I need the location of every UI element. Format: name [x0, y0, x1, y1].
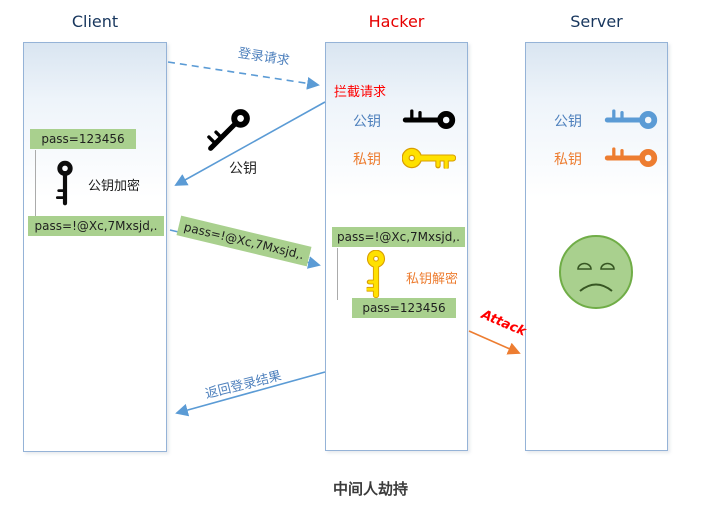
client-encrypt-key-icon	[55, 160, 75, 206]
attack-label: Attack	[478, 307, 528, 340]
server-private-key-label: 私钥	[554, 152, 582, 168]
hacker-decrypt-label: 私钥解密	[406, 272, 459, 287]
server-column-title: Server	[570, 12, 623, 31]
client-encrypt-label: 公钥加密	[88, 179, 141, 194]
server-private-key-icon	[604, 147, 658, 169]
login-request-arrow	[167, 61, 320, 90]
hacker-public-key-icon	[402, 109, 456, 131]
hacker-lifeline-panel: 拦截请求 公钥 私钥 pass=!@Xc,7Mxsjd,. 私钥解密 pass=…	[325, 42, 468, 451]
server-lifeline-panel: 公钥 私钥	[525, 42, 668, 451]
hacker-intercept-label: 拦截请求	[334, 85, 387, 100]
server-public-key-label: 公钥	[554, 114, 582, 130]
client-plain-password-label: pass=123456	[30, 129, 136, 149]
diagram-caption: 中间人劫持	[332, 480, 408, 498]
client-encrypted-password-label: pass=!@Xc,7Mxsjd,.	[28, 216, 164, 236]
encrypted-password-flow-label: pass=!@Xc,7Mxsjd,.	[176, 215, 312, 267]
hacker-private-key-icon	[402, 147, 456, 169]
client-column-title: Client	[71, 12, 119, 31]
sent-public-key-label: 公钥	[229, 161, 257, 177]
hacker-plain-password-label: pass=123456	[352, 298, 456, 318]
login-request-label: 登录请求	[236, 45, 291, 69]
sad-face-icon	[559, 235, 633, 309]
hacker-column-title: Hacker	[368, 12, 425, 31]
hacker-decrypt-key-icon	[366, 250, 386, 298]
hacker-private-key-label: 私钥	[353, 152, 381, 168]
hacker-public-key-label: 公钥	[353, 114, 381, 130]
return-result-label: 返回登录结果	[203, 368, 284, 403]
sent-public-key-icon	[200, 103, 255, 158]
client-lifeline-panel: pass=123456 公钥加密 pass=!@Xc,7Mxsjd,.	[23, 42, 167, 452]
hacker-encrypted-password-label: pass=!@Xc,7Mxsjd,.	[332, 227, 465, 247]
client-step-connector-line	[35, 150, 36, 216]
server-public-key-icon	[604, 109, 658, 131]
hacker-step-connector-line	[337, 248, 338, 300]
